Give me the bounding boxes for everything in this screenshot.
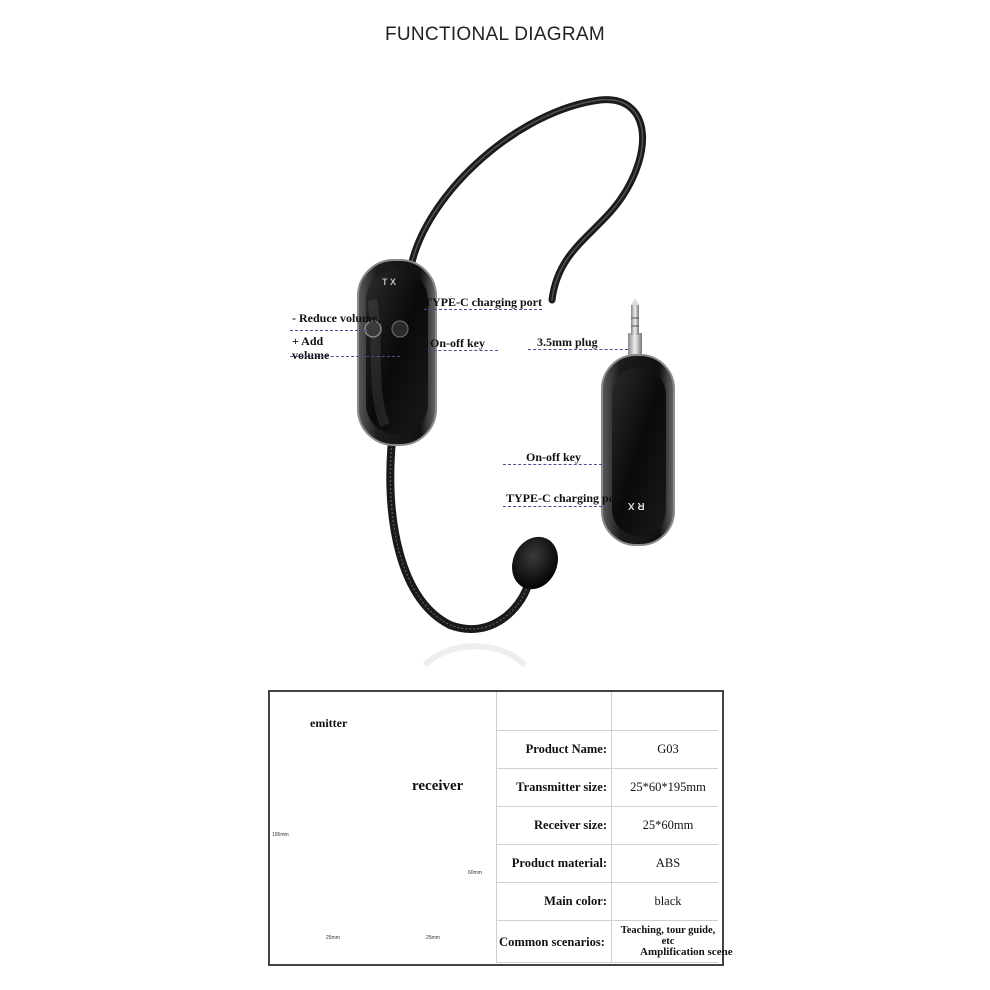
spec-label: Product Name: <box>496 730 612 769</box>
rx-type-c-label: TYPE-C charging port <box>506 491 624 505</box>
table-row: Common scenarios: Teaching, tour guide, … <box>496 920 718 963</box>
receiver-width-dim: 25mm <box>426 935 440 941</box>
spec-label: Product material: <box>496 844 612 883</box>
amplification-note: Amplification scene <box>640 946 733 958</box>
spec-label: Main color: <box>496 882 612 921</box>
spec-label <box>496 692 612 731</box>
emitter-height-dim: 195mm <box>272 832 289 838</box>
volume-down-icon <box>364 320 382 338</box>
table-row: Transmitter size: 25*60*195mm <box>496 768 718 807</box>
rx-on-off-label: On-off key <box>526 450 581 464</box>
spec-label: Common scenarios: <box>496 920 612 963</box>
emitter-width-dim: 25mm <box>326 935 340 941</box>
spec-value: ABS <box>611 844 718 883</box>
transmitter-badge: T X <box>382 277 397 287</box>
spec-value: G03 <box>611 730 718 769</box>
spec-value: Teaching, tour guide, etc <box>611 920 718 963</box>
spec-value: 25*60*195mm <box>611 768 718 807</box>
receiver-label: receiver <box>412 778 464 794</box>
reduce-volume-label: - Reduce volume, <box>292 311 381 325</box>
table-row: Product material: ABS <box>496 844 718 883</box>
table-row <box>496 692 718 731</box>
spec-value <box>611 692 718 731</box>
receiver-badge: R X <box>628 500 645 511</box>
table-row: Main color: black <box>496 882 718 921</box>
receiver-height-dim: 60mm <box>468 870 482 876</box>
spec-value: 25*60mm <box>611 806 718 845</box>
gooseneck <box>386 436 532 634</box>
table-row: Product Name: G03 <box>496 730 718 769</box>
emitter-label: emitter <box>310 716 348 730</box>
mic-foam <box>512 536 558 590</box>
tx-type-c-label: TYPE-C charging port <box>424 295 542 309</box>
headband-wire <box>408 96 646 304</box>
spec-table: Product Name: G03 Transmitter size: 25*6… <box>496 692 718 963</box>
spec-label: Transmitter size: <box>496 768 612 807</box>
spec-value: black <box>611 882 718 921</box>
rx-plug-label: 3.5mm plug <box>537 335 598 349</box>
volume-up-icon <box>391 320 409 338</box>
tx-on-off-label: On-off key <box>430 336 485 350</box>
spec-label: Receiver size: <box>496 806 612 845</box>
add-volume-label: + Add volume <box>292 334 330 362</box>
table-row: Receiver size: 25*60mm <box>496 806 718 845</box>
diagram-title: FUNCTIONAL DIAGRAM <box>384 24 606 45</box>
